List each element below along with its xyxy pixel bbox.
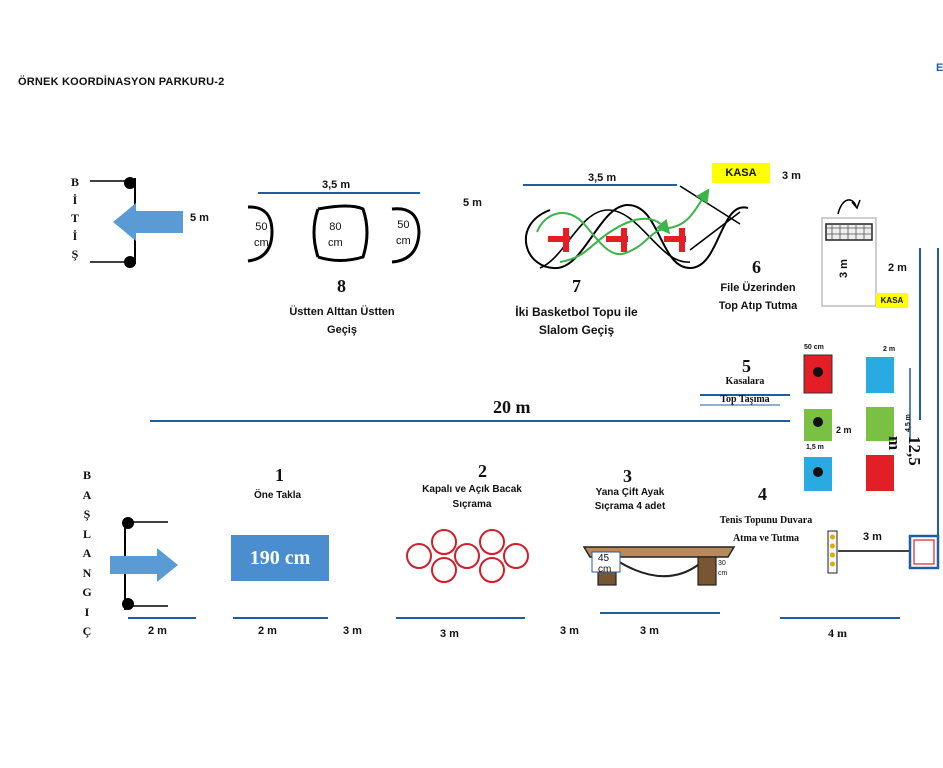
hurdle-2-label: 80 cm xyxy=(328,221,343,249)
gap-1-2-label: 3 m xyxy=(343,625,362,637)
hurdle-1-label: 50 cm xyxy=(254,221,269,249)
kasa-label-bottom: KASA xyxy=(876,293,908,308)
gap-8-7-label: 5 m xyxy=(463,197,482,209)
station7-width-label: 3,5 m xyxy=(588,172,617,184)
cone-icon xyxy=(606,228,628,252)
station7-number: 7 xyxy=(572,276,581,296)
station2-number: 2 xyxy=(478,461,487,481)
station3-number: 3 xyxy=(623,466,632,486)
hurdle-3 xyxy=(391,207,421,264)
bench-height-label: 45 cm xyxy=(598,553,612,575)
station3-caption: Yana Çift Ayak Sıçrama 4 adet xyxy=(594,487,666,512)
station6-height: 3 m xyxy=(838,259,850,278)
station7-caption: İki Basketbol Topu ile Slalom Geçiş xyxy=(515,305,638,337)
station8-number: 8 xyxy=(337,276,346,296)
station5-middle-gap: 2 m xyxy=(836,425,852,435)
finish-arrow-icon xyxy=(113,203,183,241)
finish-distance: 5 m xyxy=(190,212,209,224)
target-box xyxy=(866,455,894,491)
station8-caption: Üstten Alttan Üstten Geçiş xyxy=(289,306,395,336)
station5-caption: Kasalara Top Taşıma xyxy=(720,376,770,405)
hoops xyxy=(406,529,529,583)
page-title: ÖRNEK KOORDİNASYON PARKURU-2 xyxy=(18,76,225,88)
station4-number: 4 xyxy=(758,484,767,504)
station1-caption: Öne Takla xyxy=(254,490,302,501)
station6-dist-right: 2 m xyxy=(888,262,907,274)
hurdle-1 xyxy=(247,205,274,263)
station1-dist-label: 2 m xyxy=(258,625,277,637)
start-letters: B A Ş L A N G I Ç xyxy=(82,468,92,638)
ball-box xyxy=(804,457,832,491)
cone-icon xyxy=(548,228,570,252)
slalom-path-green xyxy=(536,188,710,255)
station2-dist-label: 3 m xyxy=(440,628,459,640)
hurdle-3-label: 50 cm xyxy=(396,219,411,247)
target-box xyxy=(866,357,894,393)
bench xyxy=(582,546,736,586)
station3-dist-label: 3 m xyxy=(640,625,659,637)
station4-caption: Tenis Topunu Duvara Atma ve Tutma xyxy=(719,515,813,544)
hurdle-2 xyxy=(312,204,369,262)
station6-caption: File Üzerinden Top Atıp Tutma xyxy=(718,282,798,312)
slalom-path-black-2 xyxy=(539,209,691,269)
station5-row-gap: 1,5 m xyxy=(806,444,824,451)
gap-2-3-label: 3 m xyxy=(560,625,579,637)
start-arrow-icon xyxy=(110,548,178,582)
wall-dist-label: 3 m xyxy=(863,531,882,543)
corner-fragment: E xyxy=(936,62,943,74)
station6-dist-top: 3 m xyxy=(782,170,801,182)
station4-dist-label: 4 m xyxy=(828,626,847,640)
bench-width-label: 30 cm xyxy=(718,560,728,577)
start-dist-label: 2 m xyxy=(148,625,167,637)
kasa-label-top: KASA xyxy=(712,163,770,183)
ball-box xyxy=(803,354,833,394)
ball-box xyxy=(804,409,832,441)
target-box xyxy=(866,407,894,441)
finish-letters: B İ T İ Ş xyxy=(70,175,79,261)
station5-number: 5 xyxy=(742,356,751,376)
mat-190cm: 190 cm xyxy=(231,535,329,581)
cone-icon xyxy=(664,228,686,252)
station2-caption: Kapalı ve Açık Bacak Sıçrama xyxy=(422,484,522,510)
ball-stack xyxy=(827,530,838,574)
station1-number: 1 xyxy=(275,465,284,485)
net-stand xyxy=(821,199,877,307)
station5-depth: 4,5 m xyxy=(905,414,912,432)
total-width-label: 12,5 m xyxy=(885,436,924,466)
station8-width-label: 3,5 m xyxy=(322,179,351,191)
station6-number: 6 xyxy=(752,257,761,277)
slalom-path-black xyxy=(524,203,749,270)
station5-top-gap: 2 m xyxy=(883,346,896,353)
total-length-label: 20 m xyxy=(493,397,531,417)
station5-box-size: 50 cm xyxy=(804,344,824,351)
